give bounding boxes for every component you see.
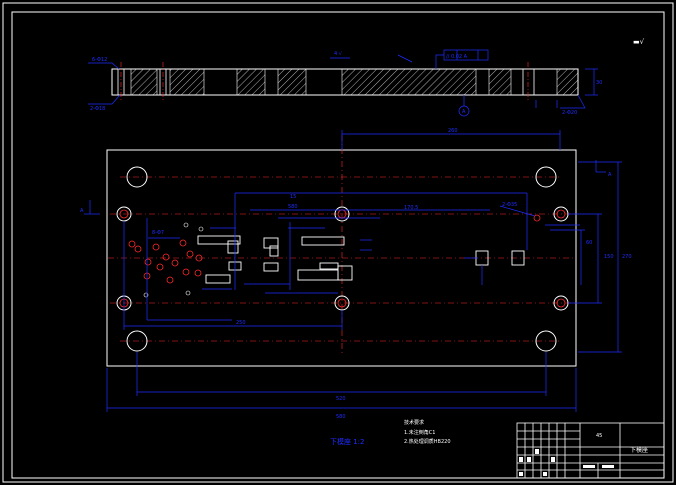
inner-border — [11, 11, 665, 479]
plan-dim-height-right: 150 — [604, 254, 614, 260]
hatch-zone — [277, 68, 307, 96]
corner-roughness-mark: ▬√ — [633, 38, 645, 46]
guide-hole — [126, 166, 148, 188]
title-block — [516, 422, 665, 479]
section-dim-left-bottom: 2-Φ18 — [90, 106, 105, 112]
title-block-material: 45 — [596, 433, 602, 439]
notes-title: 技术要求 — [404, 419, 424, 426]
plan-section-mark-left: A — [80, 208, 84, 214]
plan-dim-overall-bottom: 580 — [336, 414, 346, 420]
plan-dim-height-right2: 270 — [622, 254, 632, 260]
plan-section-mark-right: A — [608, 172, 612, 178]
section-thickness: 30 — [596, 80, 602, 86]
hatch-zone — [130, 68, 158, 96]
die-cavities — [197, 235, 525, 284]
small-hole — [533, 214, 541, 222]
datum-symbol — [458, 105, 470, 117]
hatch-zone — [556, 68, 579, 96]
hatch-zone — [236, 68, 266, 96]
plate-outline — [106, 149, 577, 367]
hatch-zone — [341, 68, 477, 96]
guide-hole — [535, 166, 557, 188]
hatch-zone — [488, 68, 512, 96]
plan-dim-width-inner: 260 — [448, 128, 458, 134]
plan-dim-depth-small: 15 — [290, 194, 296, 200]
section-dim-left-top: 6-Φ12 — [92, 57, 107, 63]
section-tolerance-text: // 0.02 A — [446, 54, 468, 60]
datum-label: A — [462, 109, 466, 115]
section-dim-center: 4 √ — [334, 51, 343, 57]
section-view: 6-Φ12 2-Φ18 4 √ // 0.02 A 30 2-Φ20 A — [88, 49, 602, 117]
technical-notes: 技术要求 1.未注倒角C1 2.热处理调质HB220 — [404, 419, 451, 445]
plan-dim-rows: 60 — [586, 240, 592, 246]
view-caption: 下模座 1:2 — [330, 437, 365, 446]
plan-dim-lower-left: 250 — [236, 320, 246, 326]
dimension-lines — [84, 130, 622, 412]
plan-hole-spec-left: 8-Φ7 — [152, 230, 164, 236]
plan-dim-width-inner2: 170.5 — [404, 205, 418, 211]
plan-view: 260 170.5 15 2-Φ35 60 150 270 250 520 58… — [80, 128, 632, 420]
title-block-part-name: 下模座 — [630, 446, 648, 454]
section-dim-right-bottom: 2-Φ20 — [562, 110, 577, 116]
plan-dim-holes-right: 2-Φ35 — [502, 202, 517, 208]
notes-line-1: 1.未注倒角C1 — [404, 429, 435, 436]
guide-hole — [126, 330, 148, 352]
plan-dim-width-overall: 580 — [288, 204, 298, 210]
guide-hole — [535, 330, 557, 352]
plan-dim-bottom: 520 — [336, 396, 346, 402]
title-block-fills — [519, 449, 614, 476]
hatch-zone — [169, 68, 205, 96]
notes-line-2: 2.热处理调质HB220 — [404, 438, 451, 445]
pierce-holes — [128, 239, 203, 284]
